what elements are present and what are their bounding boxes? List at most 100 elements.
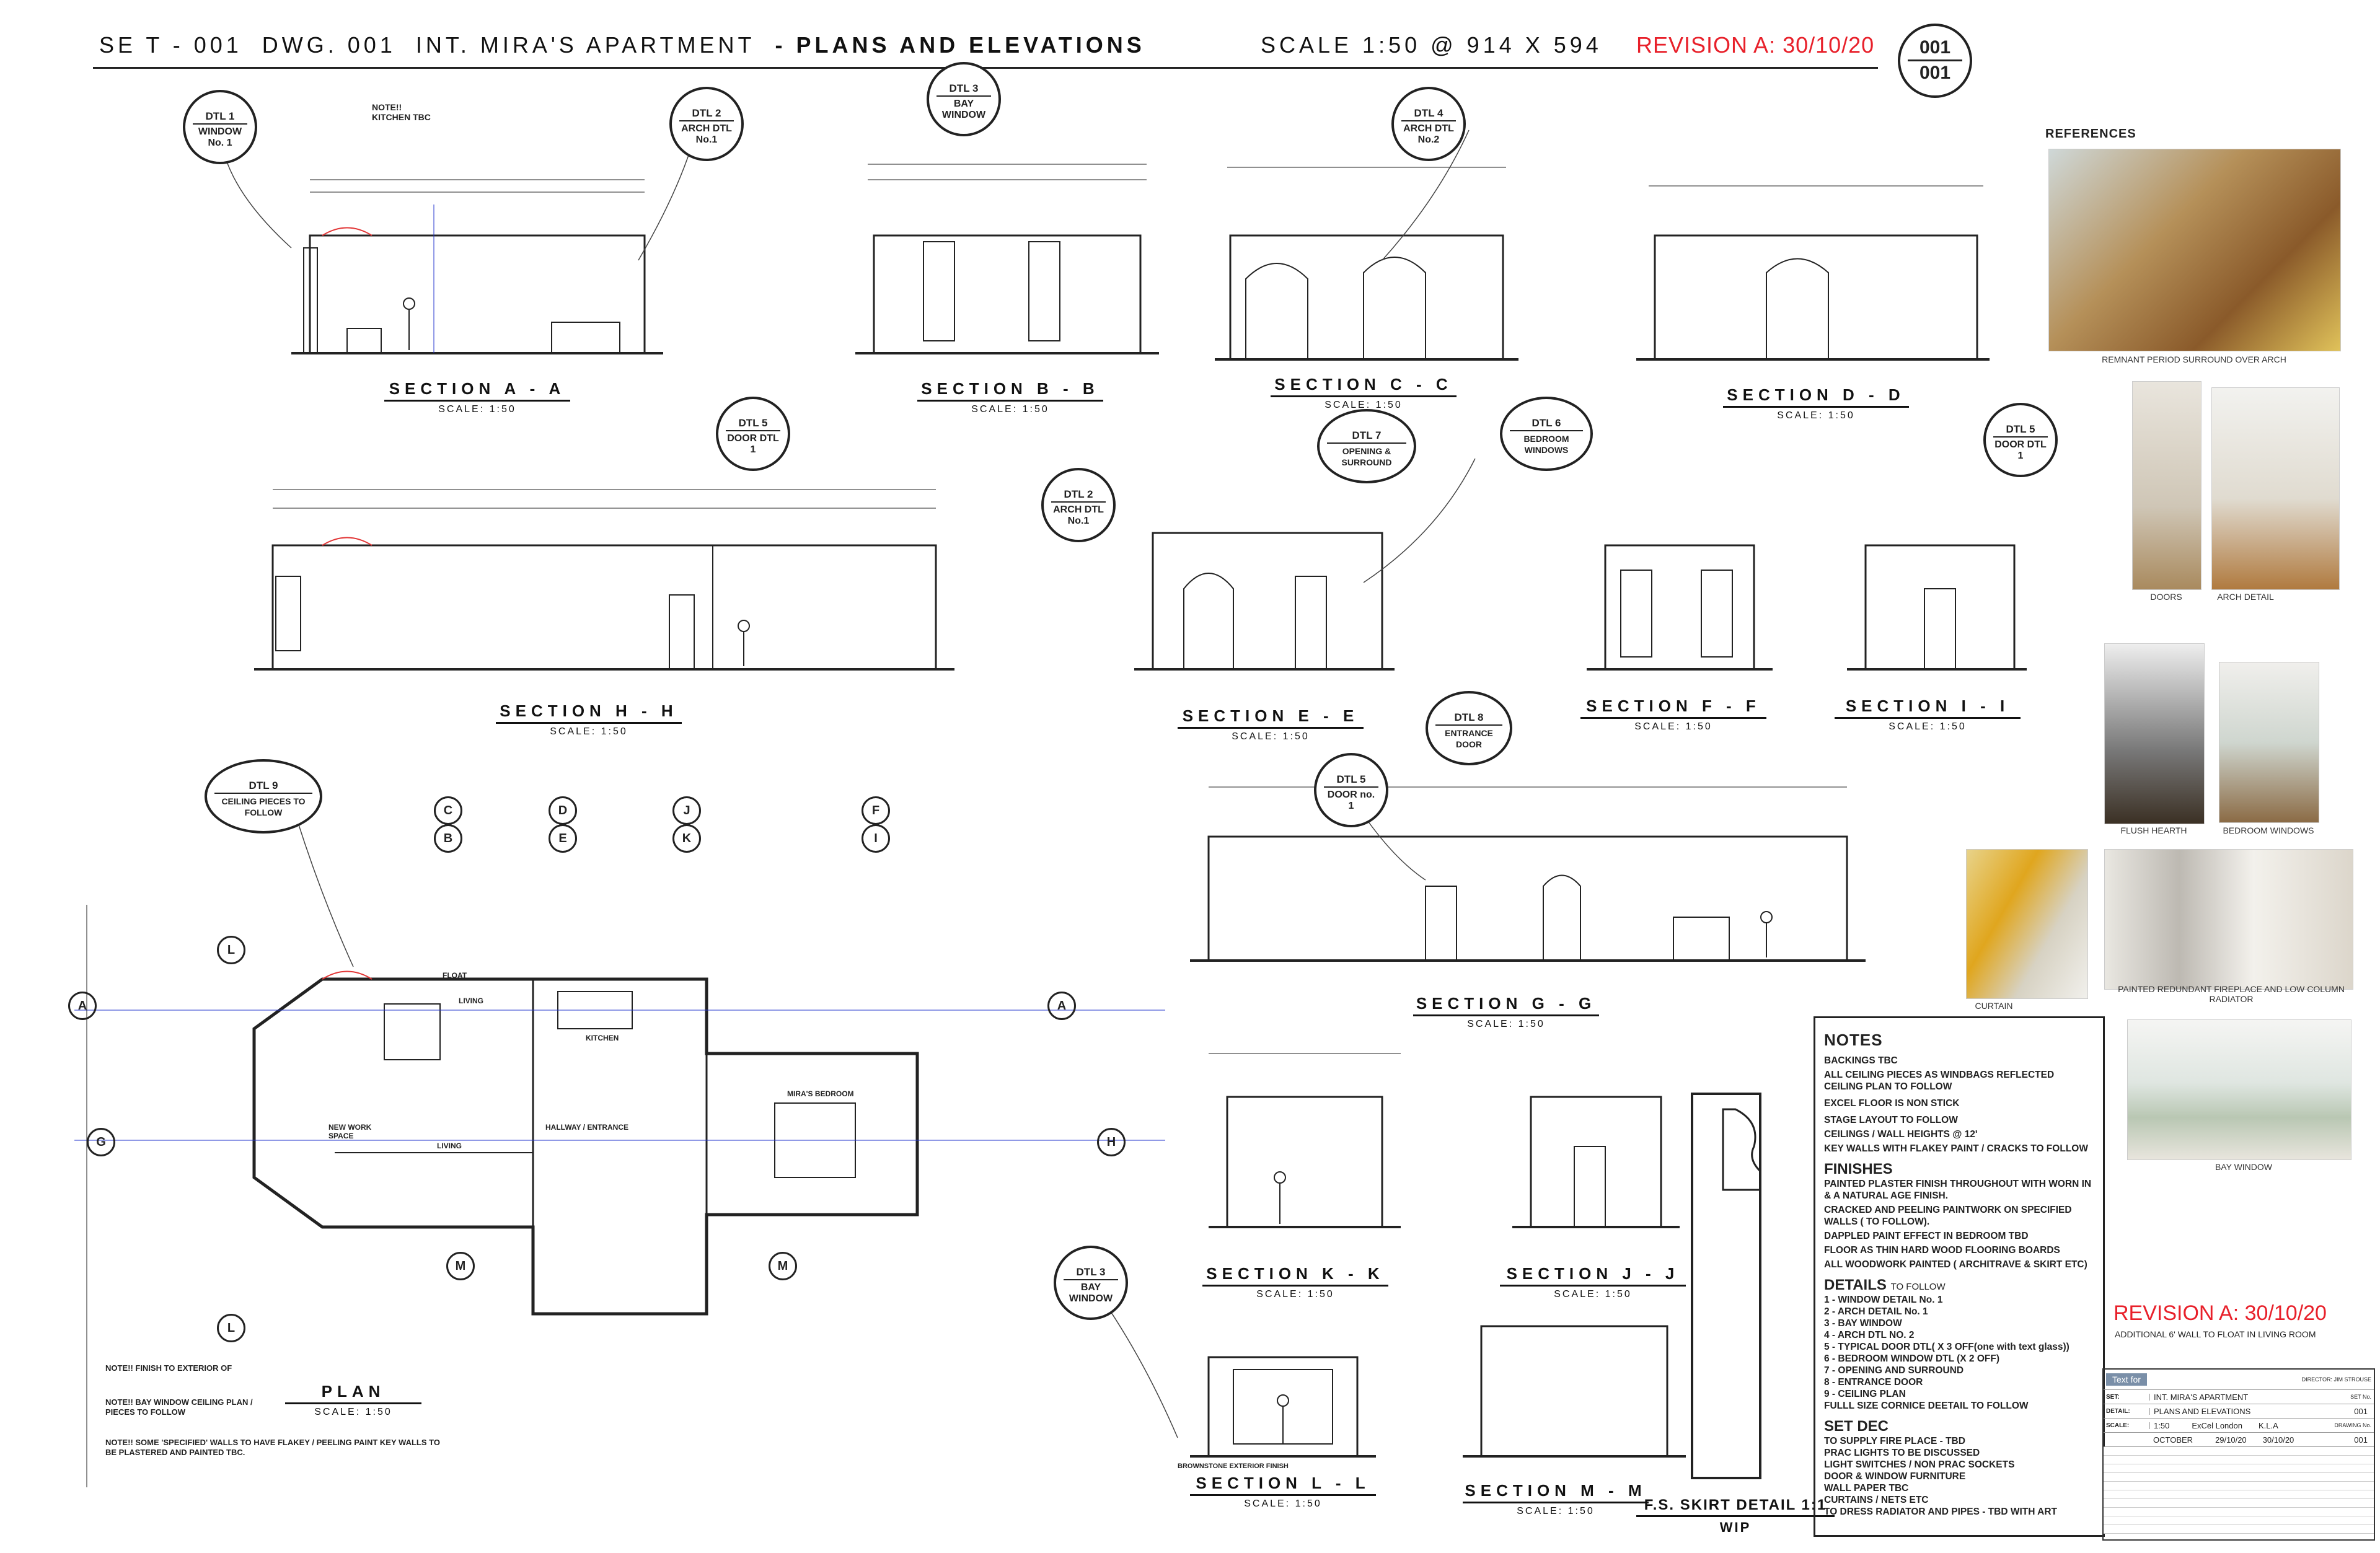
sheet-bottom: 001 [1919, 63, 1951, 83]
header-dwg: DWG. 001 [262, 32, 396, 58]
title-block-director: DIRECTOR: JIM STROUSE [2301, 1376, 2371, 1383]
details-line: 6 - BEDROOM WINDOW DTL (X 2 OFF) [1824, 1353, 2000, 1364]
ref-photo-bedroom-windows [2219, 662, 2319, 823]
plan-room-living-2: LIVING [437, 1142, 462, 1150]
grid-bubble-m: M [446, 1252, 475, 1280]
revision-block-title: REVISION A: 30/10/20 [2113, 1301, 2327, 1325]
setdec-heading: SET DEC [1824, 1418, 1889, 1435]
grid-bubble-f: F [862, 796, 890, 825]
plan-room-bedroom: MIRA'S BEDROOM [787, 1089, 854, 1098]
ref-photo-fireplace [2104, 849, 2353, 990]
grid-bubble-g: G [87, 1128, 115, 1156]
plan-room-hallway: HALLWAY / ENTRANCE [545, 1123, 629, 1132]
notes-panel: NOTES BACKINGS TBC ALL CEILING PIECES AS… [1814, 1016, 2105, 1537]
section-g-elevation [1190, 786, 1866, 962]
title-block-date2: 29/10/20 [2215, 1435, 2247, 1445]
section-h-elevation [254, 489, 954, 671]
section-c-elevation [1215, 167, 1518, 361]
ref-caption-bedroom-windows: BEDROOM WINDOWS [2223, 825, 2314, 835]
plan-note-2: NOTE!! BAY WINDOW CEILING PLAN / PIECES … [105, 1397, 253, 1417]
setdec-line: TO SUPPLY FIRE PLACE - TBD [1824, 1436, 1965, 1446]
grid-bubble-e: E [549, 824, 577, 853]
skirt-detail-profile [1691, 1093, 1761, 1479]
notes-heading: NOTES [1824, 1031, 1883, 1049]
grid-bubble-c: C [434, 796, 462, 825]
plan-room-workspace: NEW WORK SPACE [328, 1123, 372, 1140]
title-block-drawing-no: 001 [2354, 1435, 2368, 1445]
ref-photo-bay-window [2127, 1019, 2351, 1160]
header-title: - PLANS AND ELEVATIONS [775, 32, 1145, 58]
setdec-line: PRAC LIGHTS TO BE DISCUSSED [1824, 1448, 1980, 1458]
grid-bubble-i: I [862, 824, 890, 853]
title-block-date3: 30/10/20 [2262, 1435, 2294, 1445]
finishes-line: PAINTED PLASTER FINISH THROUGHOUT WITH W… [1824, 1179, 2092, 1201]
grid-bubble-a: A [68, 992, 97, 1020]
details-line: 1 - WINDOW DETAIL No. 1 [1824, 1295, 1943, 1305]
finishes-line: CRACKED AND PEELING PAINTWORK ON SPECIFI… [1824, 1205, 2072, 1227]
section-i-elevation [1847, 544, 2027, 671]
notes-line: ALL CEILING PIECES AS WINDBAGS REFLECTED… [1824, 1070, 2055, 1092]
finishes-line: ALL WOODWORK PAINTED ( ARCHITRAVE & SKIR… [1824, 1259, 2087, 1270]
ref-caption-arch-detail: ARCH DETAIL [2217, 592, 2274, 602]
section-a-elevation [291, 179, 663, 354]
details-line: 2 - ARCH DETAIL No. 1 [1824, 1306, 1928, 1317]
finishes-line: FLOOR AS THIN HARD WOOD FLOORING BOARDS [1824, 1245, 2060, 1256]
grid-bubble-l2: L [217, 1314, 245, 1342]
header-rule [93, 67, 1878, 69]
header-set: SE T - 001 [99, 32, 242, 58]
ref-photo-curtain [1966, 849, 2088, 999]
notes-line: KEY WALLS WITH FLAKEY PAINT / CRACKS TO … [1824, 1143, 2088, 1154]
ref-photo-arch-detail [2211, 387, 2340, 590]
plan-room-kitchen: KITCHEN [586, 1034, 619, 1042]
references-heading: REFERENCES [2045, 127, 2136, 141]
grid-bubble-h: H [1097, 1128, 1126, 1156]
ref-photo-arch [2048, 149, 2341, 351]
details-line: 4 - ARCH DTL NO. 2 [1824, 1330, 1915, 1340]
plan-room-living: LIVING [459, 996, 484, 1005]
section-b-elevation [855, 164, 1159, 354]
section-f-elevation [1587, 544, 1773, 671]
ref-photo-hearth [2104, 643, 2205, 824]
section-m-elevation [1463, 1325, 1686, 1458]
scale-figures [403, 297, 1773, 1444]
details-line: FULLL SIZE CORNICE DEETAIL TO FOLLOW [1824, 1401, 2029, 1411]
plan-float-label: FLOAT [443, 971, 467, 980]
title-block-studio: ExCel London [2192, 1420, 2242, 1430]
kitchen-note: NOTE!! KITCHEN TBC [372, 102, 431, 122]
notes-line: BACKINGS TBC [1824, 1055, 1898, 1066]
section-d-elevation [1636, 185, 1990, 361]
notes-line: CEILINGS / WALL HEIGHTS @ 12' [1824, 1129, 1978, 1140]
sheet-top: 001 [1919, 37, 1951, 58]
grid-bubble-a2: A [1047, 992, 1076, 1020]
ref-photo-doors [2132, 381, 2202, 590]
sheet-header: SE T - 001 DWG. 001 INT. MIRA'S APARTMEN… [99, 32, 1145, 58]
notes-line: EXCEL FLOOR IS NON STICK [1824, 1098, 1960, 1109]
finishes-heading: FINISHES [1824, 1161, 1893, 1177]
ref-caption-curtain: CURTAIN [1975, 1001, 2013, 1011]
grid-bubble-j: J [672, 796, 701, 825]
grid-bubble-d: D [549, 796, 577, 825]
section-k-elevation [1209, 1053, 1401, 1228]
details-line: 8 - ENTRANCE DOOR [1824, 1377, 1923, 1388]
grid-bubble-b: B [434, 824, 462, 853]
